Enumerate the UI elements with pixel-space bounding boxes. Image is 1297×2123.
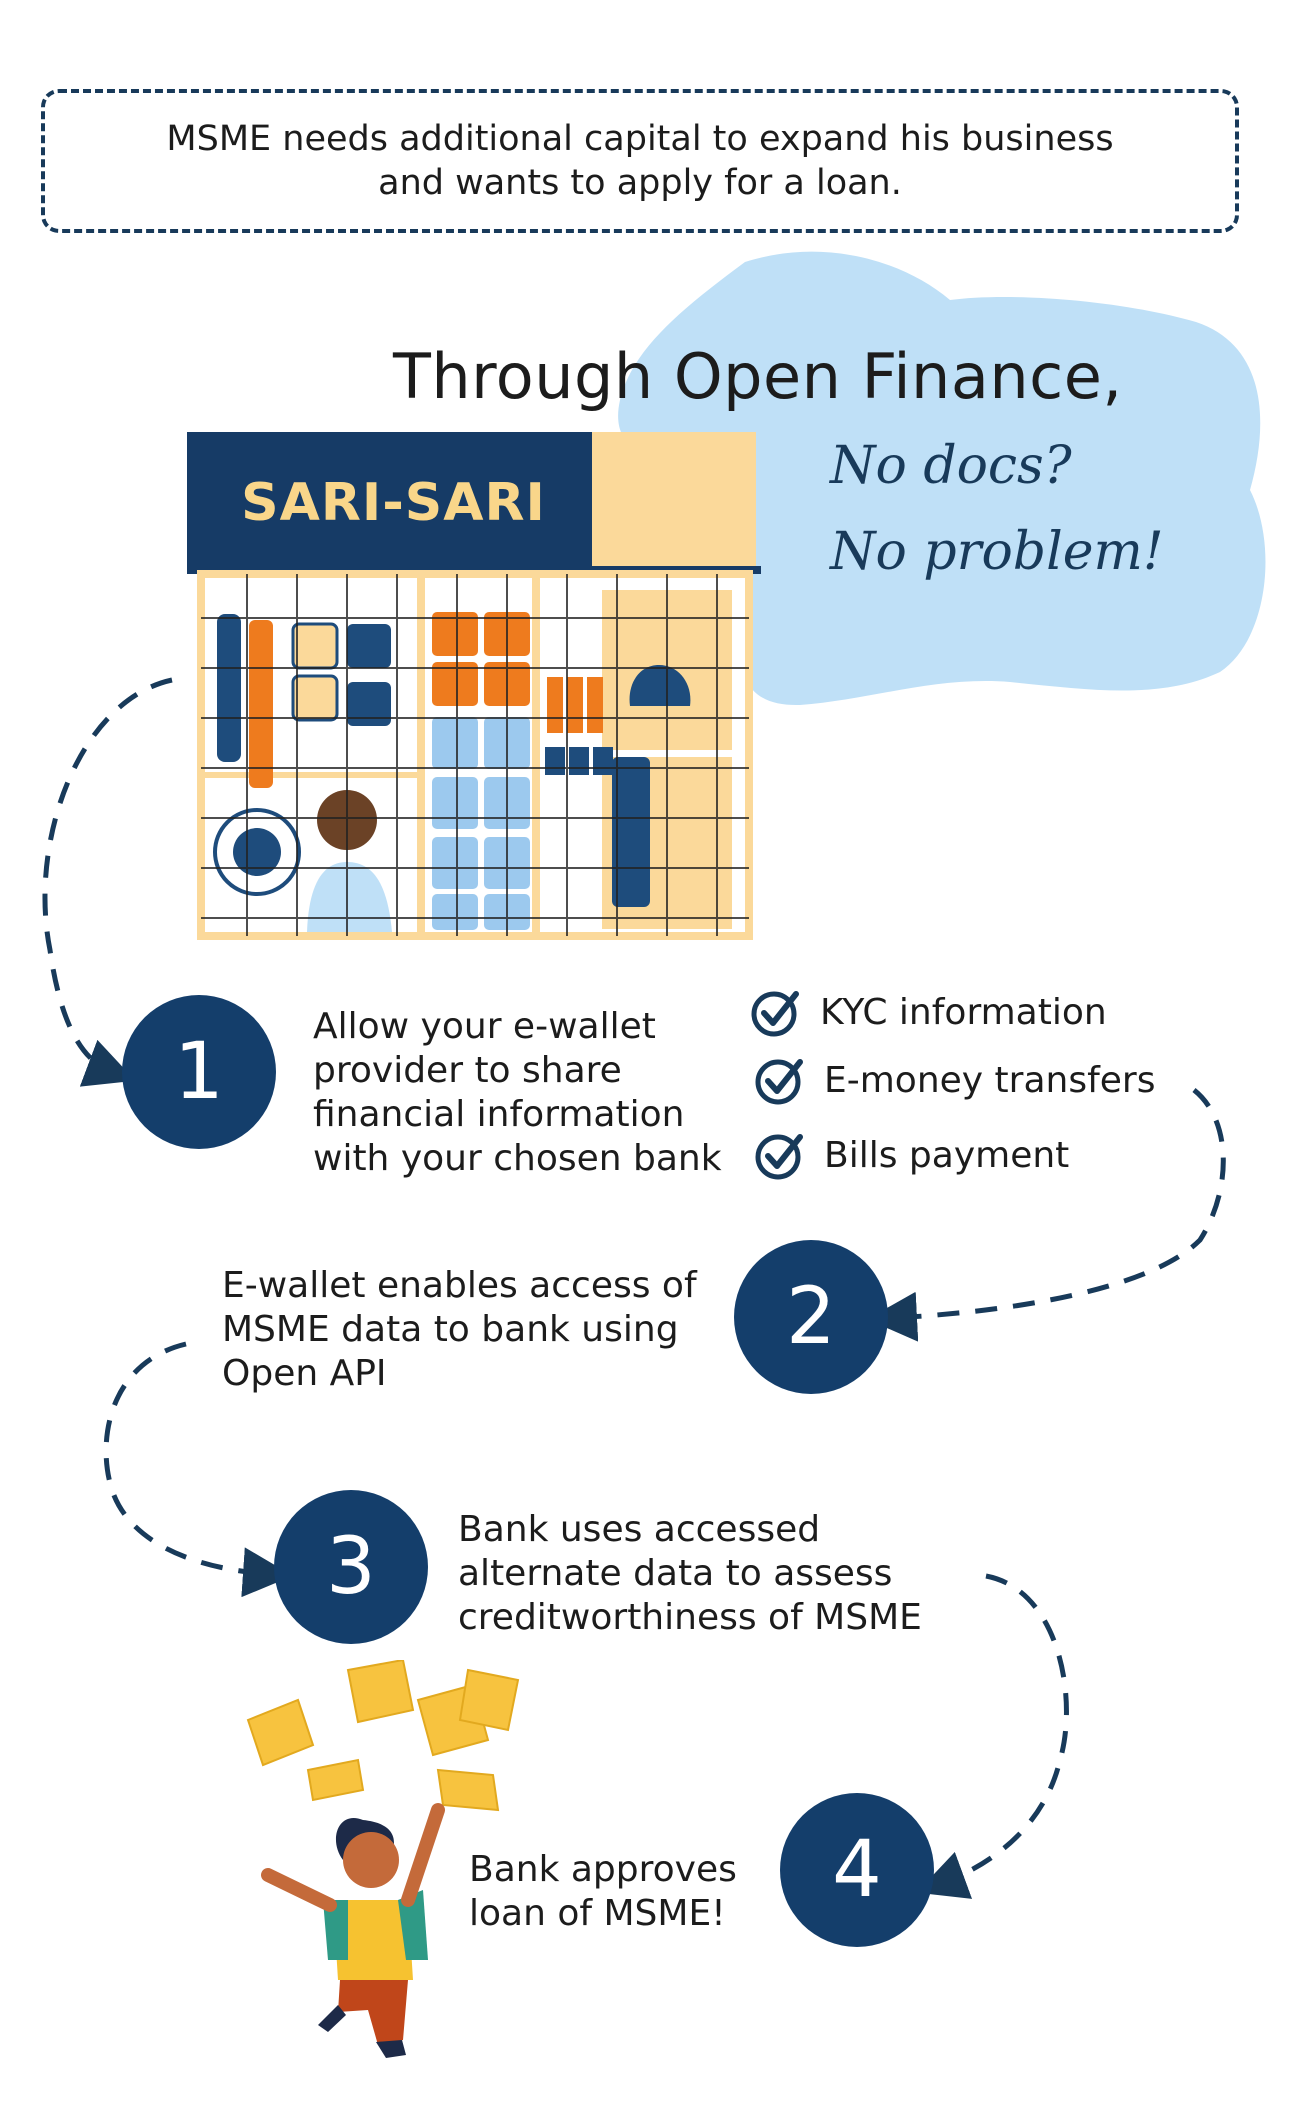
tagline-no-problem: No problem! [830, 522, 1164, 582]
check-item-bills: Bills payment [754, 1129, 1069, 1181]
step-2-line: Open API [222, 1353, 387, 1394]
step-2-text: E-wallet enables access of MSME data to … [222, 1264, 697, 1396]
step-1-line: financial information [313, 1094, 685, 1135]
step-1-text: Allow your e-wallet provider to share fi… [313, 1005, 722, 1181]
intro-line-2: and wants to apply for a loan. [378, 163, 902, 203]
step-3-line: creditworthiness of MSME [458, 1597, 922, 1638]
step-2-badge: 2 [734, 1240, 888, 1394]
step-1-badge: 1 [122, 995, 276, 1149]
check-item-label: KYC information [820, 991, 1107, 1033]
step-4-line: loan of MSME! [469, 1893, 726, 1934]
step-4-text: Bank approves loan of MSME! [469, 1848, 737, 1936]
step-3-line: alternate data to assess [458, 1553, 893, 1594]
step-3-text: Bank uses accessed alternate data to ass… [458, 1508, 922, 1640]
sari-sari-store-illustration [187, 432, 761, 940]
step-2-line: E-wallet enables access of [222, 1265, 697, 1306]
step-1-line: with your chosen bank [313, 1138, 722, 1179]
step-4-line: Bank approves [469, 1849, 737, 1890]
check-circle-icon [755, 1134, 803, 1180]
step-3-line: Bank uses accessed [458, 1509, 821, 1550]
check-item-emoney: E-money transfers [754, 1054, 1155, 1106]
step-3-badge: 3 [274, 1490, 428, 1644]
tagline-no-docs: No docs? [830, 436, 1072, 496]
intro-text: MSME needs additional capital to expand … [120, 117, 1160, 205]
check-circle-icon [755, 1059, 803, 1105]
step-4-badge: 4 [780, 1793, 934, 1947]
step-1-line: provider to share [313, 1050, 622, 1091]
headline: Through Open Finance, [393, 340, 1123, 413]
step-1-line: Allow your e-wallet [313, 1006, 656, 1047]
step-2-line: MSME data to bank using [222, 1309, 679, 1350]
celebrating-msme-illustration [246, 1660, 520, 2058]
check-item-label: E-money transfers [824, 1059, 1156, 1101]
check-circle-icon [751, 991, 799, 1037]
intro-box: MSME needs additional capital to expand … [41, 89, 1239, 233]
intro-line-1: MSME needs additional capital to expand … [166, 119, 1114, 159]
check-item-kyc: KYC information [750, 986, 1107, 1038]
store-sign-text: SARI-SARI [241, 473, 546, 533]
check-item-label: Bills payment [824, 1134, 1070, 1176]
